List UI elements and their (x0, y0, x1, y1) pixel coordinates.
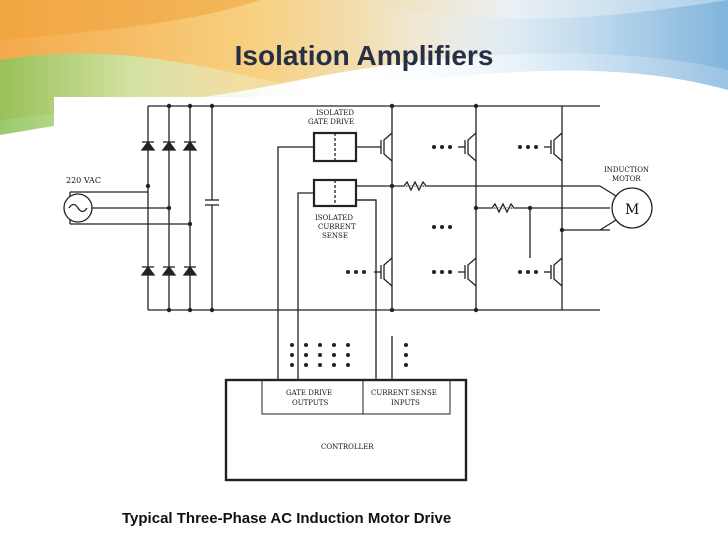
motor-drive-schematic: 220 VAC (63, 103, 653, 482)
motor-label-2: MOTOR (612, 175, 641, 183)
gate-drive-label-1: ISOLATED (316, 109, 354, 117)
dc-bus-capacitor (205, 106, 219, 310)
current-sense-label-3: SENSE (322, 232, 348, 240)
sense-inputs-label-1: CURRENT SENSE (371, 389, 437, 397)
motor-label-1: INDUCTION (604, 166, 649, 174)
slide-title: Isolation Amplifiers (234, 40, 494, 71)
current-sense-inputs-block (362, 379, 451, 415)
gate-drive-label-2: GATE DRIVE (308, 118, 354, 126)
isolated-gate-drive-block (312, 131, 358, 163)
sense-resistor-1 (403, 180, 427, 192)
gate-outputs-label-2: OUTPUTS (292, 399, 328, 407)
gate-drive-outputs-block (261, 379, 364, 415)
sense-resistor-2 (491, 202, 515, 214)
gate-outputs-label-1: GATE DRIVE (286, 389, 332, 397)
slide-caption: Typical Three-Phase AC Induction Motor D… (122, 510, 452, 527)
induction-motor-symbol (611, 187, 653, 229)
controller-io-dots (290, 343, 408, 367)
current-sense-label-1: ISOLATED (315, 214, 353, 222)
igbt-switches (374, 132, 563, 287)
motor-symbol-label: M (625, 202, 639, 218)
current-sense-label-2: CURRENT (318, 223, 356, 231)
circuit-diagram: 220 VAC (54, 97, 658, 485)
controller-label: CONTROLLER (321, 443, 374, 451)
sense-inputs-label-2: INPUTS (391, 399, 420, 407)
connection-dots (346, 145, 538, 274)
sine-wave-icon (68, 203, 88, 213)
source-label: 220 VAC (66, 176, 101, 185)
